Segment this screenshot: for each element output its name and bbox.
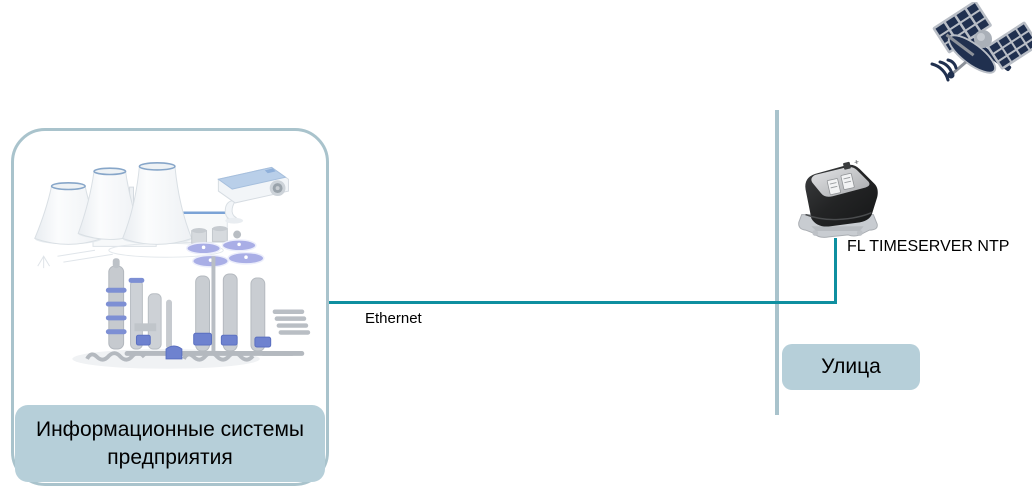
street-label-box: Улица bbox=[782, 344, 920, 390]
industrial-plant-illustration bbox=[34, 162, 311, 369]
security-camera-icon bbox=[217, 166, 289, 224]
cooling-towers-icon bbox=[34, 162, 193, 245]
timeserver-connector-line bbox=[834, 238, 837, 304]
street-label: Улица bbox=[821, 355, 881, 378]
clarifier-pools-icon bbox=[186, 226, 265, 268]
timeserver-device-icon bbox=[798, 160, 878, 238]
timeserver-label: FL TIMESERVER NTP bbox=[847, 238, 1010, 255]
enterprise-systems-label: Информационные системы предприятия bbox=[15, 405, 325, 482]
street-divider-line bbox=[775, 110, 779, 415]
enterprise-systems-box: Информационные системы предприятия bbox=[11, 128, 329, 486]
refinery-icon bbox=[72, 256, 311, 369]
ethernet-line bbox=[329, 301, 837, 304]
ethernet-label: Ethernet bbox=[365, 310, 422, 327]
satellite-icon bbox=[930, 2, 1032, 82]
